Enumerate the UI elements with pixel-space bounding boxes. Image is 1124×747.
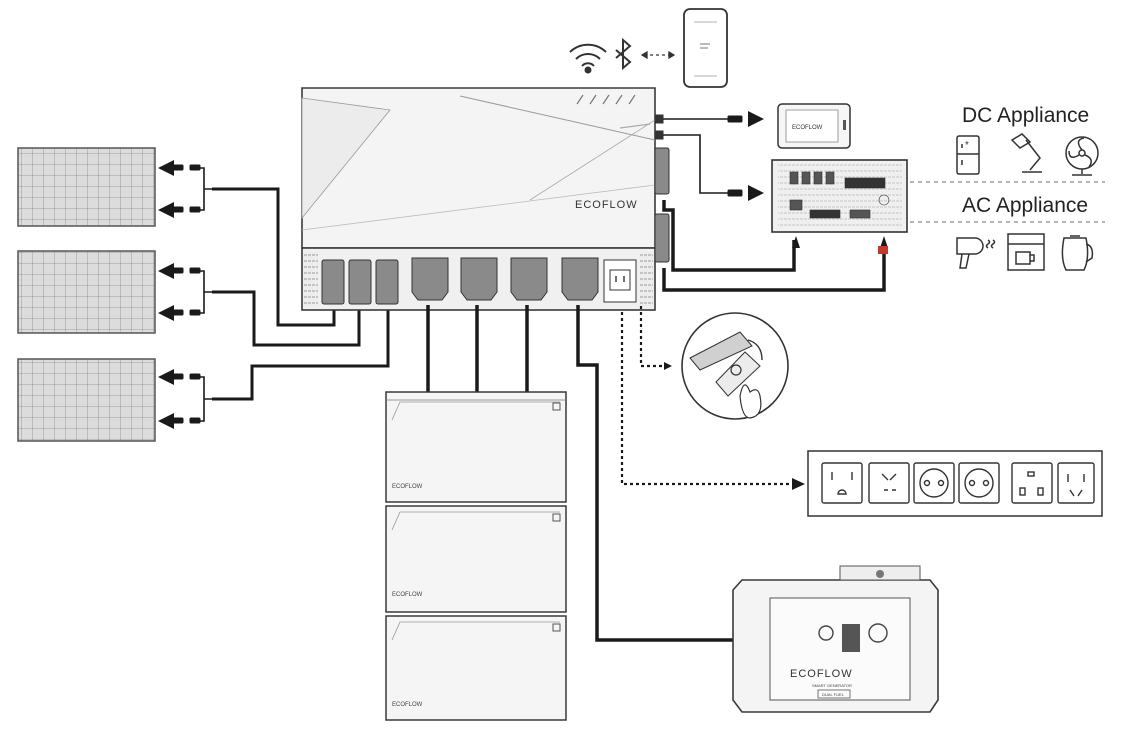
solar-panel-2 — [17, 250, 156, 334]
lamp-icon — [1010, 133, 1042, 173]
hair-dryer-icon — [956, 237, 996, 269]
coffee-maker-icon — [1007, 233, 1045, 271]
bluetooth-icon — [615, 37, 632, 71]
comm-connectors — [727, 111, 764, 201]
smart-generator: ECOFLOW SMART GENERATOR DUAL FUEL — [732, 565, 939, 713]
smart-panel-display: ECOFLOW — [777, 103, 851, 149]
battery-unit-2: ECOFLOW — [385, 505, 567, 613]
outlet-us-icon — [821, 462, 863, 504]
battery-2-logo: ECOFLOW — [392, 592, 423, 598]
hub-ac-outlet — [603, 259, 637, 303]
hub-pv-ports — [321, 259, 399, 305]
wifi-icon — [569, 43, 607, 74]
solar-panel-1 — [17, 147, 156, 227]
display-logo: ECOFLOW — [792, 125, 823, 131]
hub-side-ports — [654, 114, 670, 263]
phone-icon — [683, 8, 728, 88]
dc-appliance-label: DC Appliance — [962, 104, 1089, 127]
outlet-au-icon — [1057, 462, 1095, 504]
outlet-iec-icon — [913, 462, 955, 504]
dc-distribution-board — [771, 159, 908, 233]
battery-unit-1: ECOFLOW — [385, 391, 567, 503]
appliance-separators — [910, 181, 1105, 223]
outlet-uk-icon — [1011, 462, 1053, 504]
comm-cables — [663, 118, 728, 194]
solar-panel-3 — [17, 358, 156, 442]
ac-appliance-label: AC Appliance — [962, 194, 1088, 217]
outlet-schuko-icon — [958, 462, 1000, 504]
outlet-types-panel — [807, 450, 1103, 517]
fridge-icon: * — [956, 135, 980, 175]
generator-subtitle: SMART GENERATOR — [812, 683, 852, 688]
battery-stack: ECOFLOW ECOFLOW ECOFLOW — [385, 391, 567, 721]
hub-led-indicators — [576, 94, 651, 129]
board-terminals — [792, 236, 888, 254]
ac-output-link — [620, 306, 792, 486]
battery-1-logo: ECOFLOW — [392, 484, 423, 490]
generator-logo: ECOFLOW — [790, 668, 853, 680]
power-button-callout — [681, 312, 789, 420]
battery-3-logo: ECOFLOW — [392, 702, 423, 708]
power-cables — [662, 200, 886, 292]
main-hub: ECOFLOW — [301, 87, 670, 311]
solar-cables — [212, 187, 390, 401]
kettle-icon — [1061, 235, 1094, 271]
bluetooth-phone-link — [640, 50, 676, 60]
fan-icon — [1065, 136, 1099, 176]
hub-logo: ECOFLOW — [575, 199, 638, 211]
outlet-universal-icon — [868, 462, 910, 504]
hub-battery-ports — [411, 257, 599, 301]
battery-cables — [426, 305, 748, 642]
svg-text:*: * — [965, 140, 969, 151]
generator-fuel: DUAL FUEL — [822, 692, 845, 697]
solar-connectors — [158, 160, 212, 429]
battery-unit-3: ECOFLOW — [385, 615, 567, 721]
